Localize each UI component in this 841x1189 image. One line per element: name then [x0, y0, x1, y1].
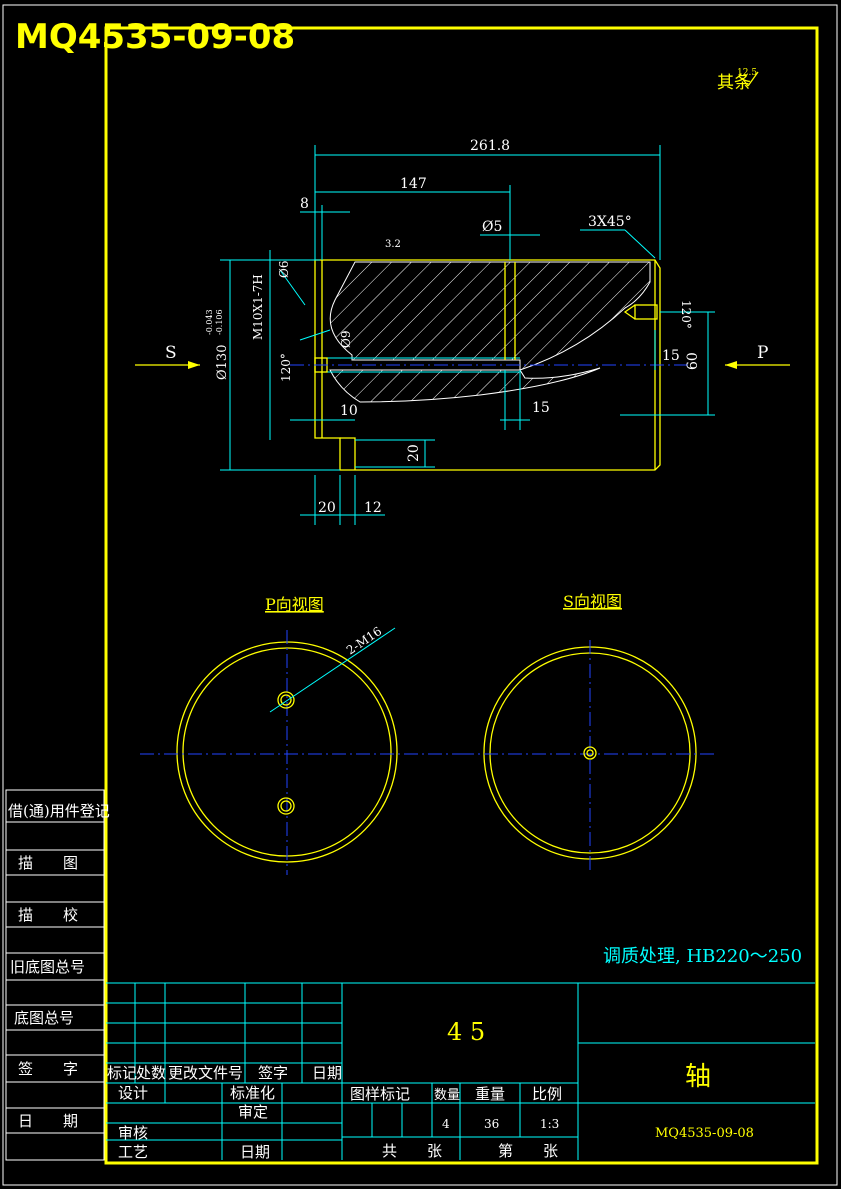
side-label-2: 描 校 — [18, 906, 78, 924]
dim-120-left: 120° — [279, 353, 293, 382]
roughness-value: 12.5 — [737, 68, 757, 78]
standardization-label: 标准化 — [230, 1084, 275, 1102]
scale-label: 比例 — [532, 1085, 562, 1103]
dim-120-right: 120° — [679, 300, 693, 329]
rev-header-file: 更改文件号 — [168, 1064, 243, 1082]
side-label-0: 借(通)用件登记 — [8, 802, 110, 820]
bolt-hole-top-icon — [277, 691, 295, 709]
dim-15-right: 15 — [662, 348, 680, 364]
dim-15-bottom: 15 — [532, 400, 550, 416]
sheet-number-label: 第 张 — [498, 1142, 558, 1160]
side-label-4: 底图总号 — [14, 1009, 74, 1027]
p-view: P向视图 2-M16 — [140, 595, 460, 875]
dim-147: 147 — [400, 176, 427, 192]
dim-20-slot: 20 — [406, 444, 422, 462]
total-sheets-label: 共 张 — [382, 1142, 442, 1160]
dim-8: 8 — [300, 196, 309, 212]
quantity-label: 数量 — [434, 1088, 460, 1103]
dim-thread: M10X1-7H — [251, 274, 265, 340]
title-block: 4 5 轴 MQ4535-09-08 标记 处数 更改文件号 签字 日期 设计 … — [106, 982, 815, 1161]
p-view-title: P向视图 — [265, 595, 324, 614]
marking-label: 图样标记 — [350, 1085, 410, 1103]
rev-header-sign: 签字 — [258, 1064, 288, 1082]
side-label-6: 日 期 — [18, 1112, 78, 1130]
hatched-upper — [329, 261, 651, 371]
s-view-title: S向视图 — [563, 592, 622, 611]
s-view: S向视图 — [460, 592, 715, 870]
side-label-3: 旧底图总号 — [10, 958, 85, 976]
bolt-hole-bottom-icon — [277, 797, 295, 815]
process-label: 工艺 — [118, 1143, 148, 1161]
dim-d9: Ø9 — [339, 331, 353, 348]
dim-tol-upper: -0.043 — [205, 309, 214, 335]
weight-value: 36 — [484, 1117, 499, 1131]
left-column: 借(通)用件登记 描 图 描 校 旧底图总号 底图总号 签 字 日 期 — [5, 789, 110, 1161]
view-p-label: P — [757, 343, 768, 363]
dim-10: 10 — [340, 403, 358, 419]
part-name: 轴 — [685, 1062, 711, 1092]
outer-border — [2, 4, 838, 1186]
drawing-number: MQ4535-09-08 — [655, 1126, 754, 1141]
design-label: 设计 — [118, 1084, 148, 1102]
dim-tol-lower: -0.106 — [215, 309, 224, 335]
view-s-label: S — [165, 343, 177, 363]
heat-treatment-note: 调质处理, HB220～250 — [603, 946, 802, 967]
check-label: 审核 — [118, 1124, 148, 1142]
scale-value: 1:3 — [540, 1117, 559, 1131]
rev-header-count: 处数 — [136, 1064, 166, 1082]
side-label-5: 签 字 — [18, 1060, 78, 1078]
dim-d6: Ø6 — [277, 261, 291, 278]
approve-label: 审定 — [238, 1103, 268, 1121]
dim-roughness-32: 3.2 — [385, 239, 401, 250]
dim-12: 12 — [364, 500, 382, 516]
roughness-symbol-icon — [741, 71, 759, 87]
dim-total-length: 261.8 — [470, 138, 510, 154]
dim-20: 20 — [318, 500, 336, 516]
slot — [340, 437, 356, 470]
dimension-texts: 261.8 147 8 Ø5 3X45° 3.2 Ø6 M10X1-7H Ø13… — [165, 138, 768, 516]
material: 4 5 — [447, 1018, 485, 1046]
dim-60: 60 — [685, 352, 701, 370]
dimension-lines — [135, 145, 790, 525]
section-view — [290, 259, 690, 471]
center-hole-icon — [583, 746, 597, 760]
dim-diameter: Ø130 — [215, 345, 230, 380]
dim-hole-05: Ø5 — [482, 219, 502, 235]
drawing-frame — [104, 26, 819, 1165]
rev-header-date: 日期 — [312, 1064, 342, 1082]
title-code: MQ4535-09-08 — [15, 17, 295, 57]
rev-header-mark: 标记 — [107, 1064, 137, 1082]
date-label: 日期 — [240, 1143, 270, 1161]
weight-label: 重量 — [475, 1085, 505, 1103]
quantity-value: 4 — [442, 1117, 450, 1131]
side-label-1: 描 图 — [18, 854, 78, 872]
hatched-lower — [329, 367, 601, 403]
holes-label: 2-M16 — [344, 624, 384, 658]
dim-chamfer: 3X45° — [588, 214, 632, 230]
